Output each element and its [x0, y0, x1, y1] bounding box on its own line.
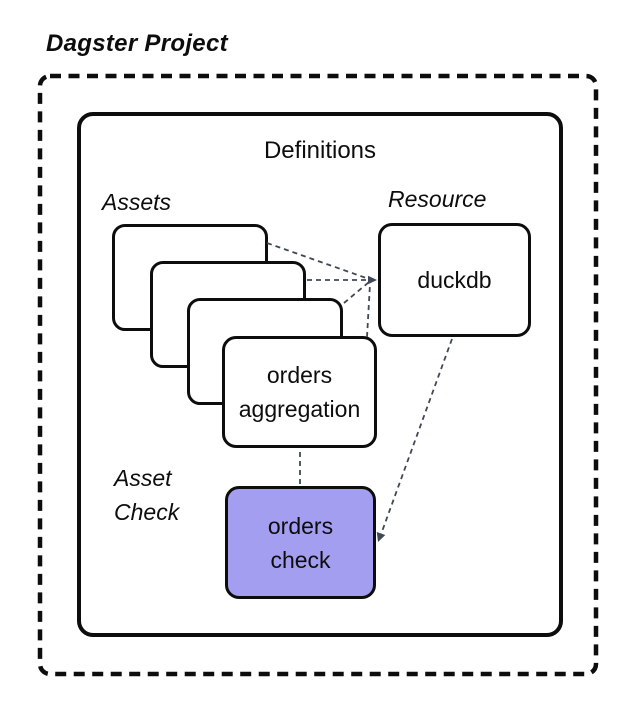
project-title: Dagster Project — [46, 30, 228, 57]
orders-aggregation-label-line1: orders — [266, 362, 333, 388]
orders-check-label-line1: orders — [267, 512, 334, 539]
asset-check-group-label-line2: Check — [114, 499, 180, 525]
asset-check-node: orders check — [225, 486, 376, 599]
definitions-label: Definitions — [263, 137, 377, 164]
asset-check-group-label-line1: Asset — [114, 465, 172, 491]
resource-group-label: Resource — [388, 186, 487, 212]
resource-node-duckdb: duckdb — [378, 223, 531, 337]
orders-aggregation-label-line2: aggregation — [238, 396, 361, 422]
duckdb-label: duckdb — [417, 267, 492, 293]
asset-node-orders-aggregation: orders aggregation — [222, 336, 377, 448]
asset-check-group-label: Asset Check — [114, 461, 179, 529]
assets-group-label: Assets — [102, 189, 172, 215]
orders-check-label-line2: check — [270, 546, 331, 573]
